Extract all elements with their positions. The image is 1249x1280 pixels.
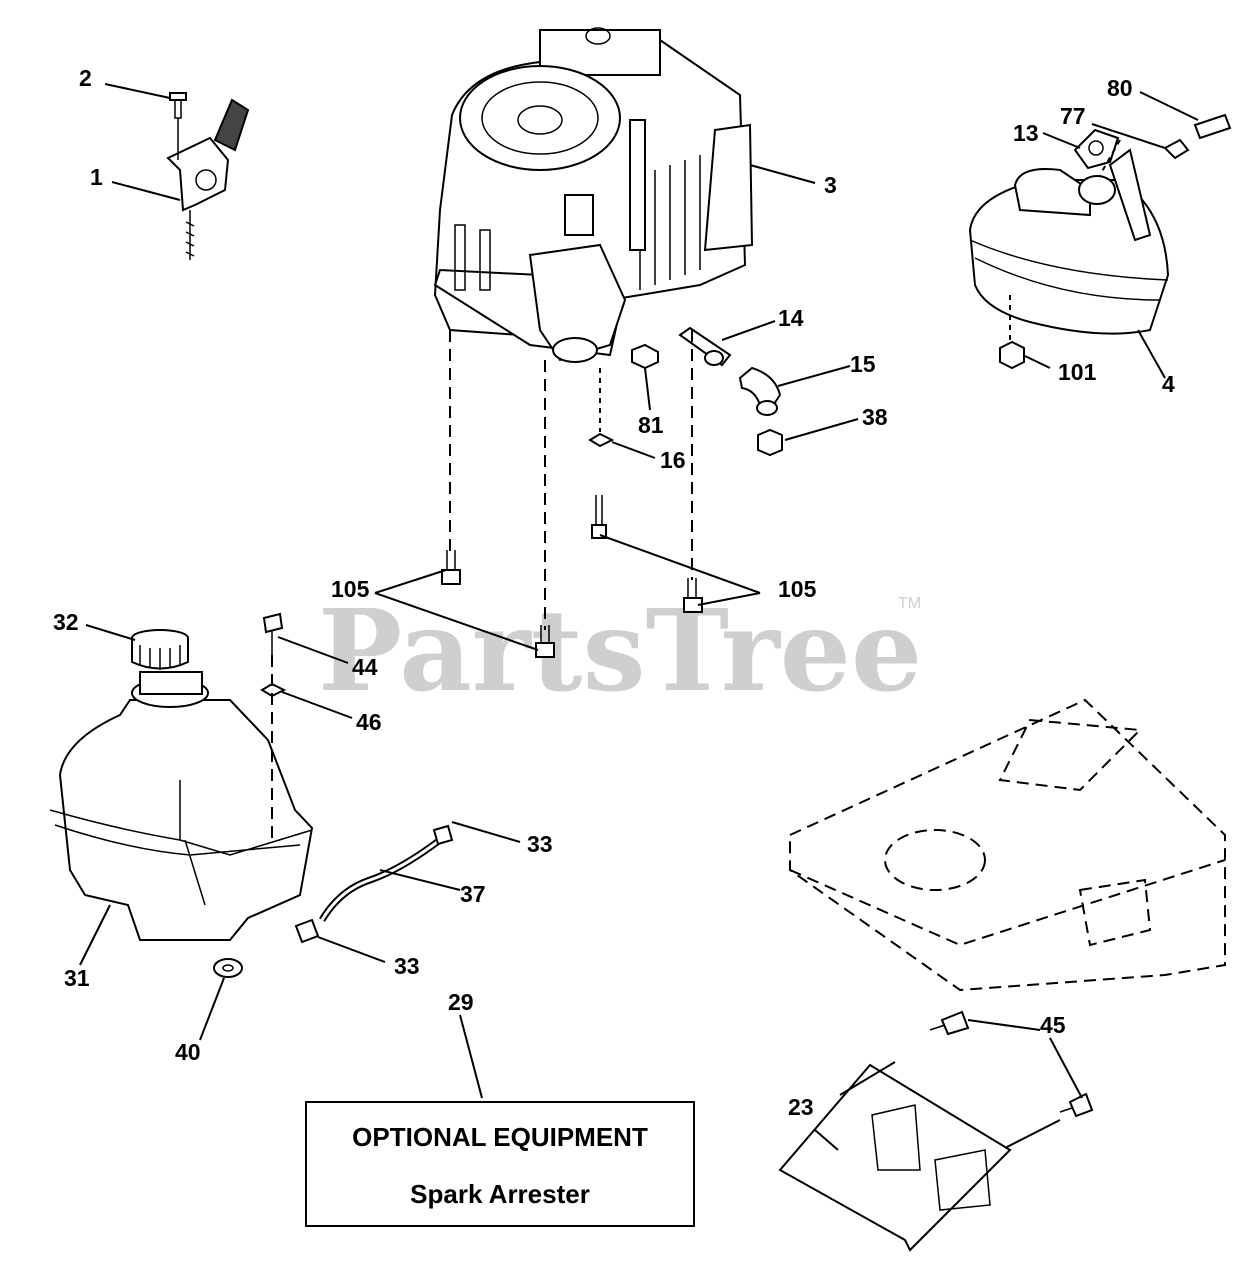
lockwasher-part-77[interactable]: [1163, 138, 1190, 160]
callout-15: 15: [850, 351, 876, 377]
muffler-part-4[interactable]: [968, 148, 1170, 335]
grommet-part-40[interactable]: [213, 958, 243, 978]
fuel-cap-part-32[interactable]: [131, 629, 189, 670]
callout-14: 14: [778, 305, 804, 331]
washer-part-46[interactable]: [260, 682, 287, 698]
bolt-part-105-left[interactable]: [441, 550, 461, 585]
callout-1: 1: [90, 164, 103, 190]
callout-40: 40: [175, 1039, 201, 1065]
callout-29: 29: [448, 989, 474, 1015]
optional-equipment-box: OPTIONAL EQUIPMENT Spark Arrester: [305, 1101, 695, 1227]
screw-part-45-top[interactable]: [929, 1010, 970, 1036]
spark-arrester-part-23[interactable]: [778, 1063, 1012, 1252]
gasket-part-13[interactable]: [1073, 128, 1120, 170]
clamp-part-33-top[interactable]: [432, 824, 454, 846]
clamp-part-33-bottom[interactable]: [294, 918, 320, 944]
callout-80: 80: [1107, 75, 1133, 101]
callout-37: 37: [460, 881, 486, 907]
callout-16: 16: [660, 447, 686, 473]
callout-81: 81: [638, 412, 664, 438]
bolt-part-80[interactable]: [1193, 113, 1232, 140]
bolt-part-105-mid[interactable]: [535, 625, 555, 658]
callout-45: 45: [1040, 1012, 1066, 1038]
nut-part-101[interactable]: [999, 340, 1025, 370]
callout-44: 44: [352, 654, 378, 680]
callout-2: 2: [79, 65, 92, 91]
watermark-tm: TM: [898, 595, 921, 612]
callout-4: 4: [1162, 371, 1175, 397]
throttle-control-part-1[interactable]: [166, 98, 250, 260]
fitting-part-81[interactable]: [631, 343, 659, 370]
fuel-line-part-14[interactable]: [678, 326, 732, 367]
fuel-tank-part-31[interactable]: [49, 671, 314, 941]
callout-101: 101: [1058, 359, 1097, 385]
callout-33-top: 33: [527, 831, 553, 857]
callout-13: 13: [1013, 120, 1039, 146]
screw-part-44[interactable]: [262, 612, 284, 655]
callout-105-left: 105: [331, 576, 370, 602]
nut-part-38[interactable]: [757, 428, 783, 457]
callout-23: 23: [788, 1094, 814, 1120]
callout-105-right: 105: [778, 576, 817, 602]
screw-part-45-bottom[interactable]: [1059, 1092, 1094, 1118]
washer-part-16[interactable]: [588, 432, 615, 448]
callout-77: 77: [1060, 103, 1086, 129]
callout-3: 3: [824, 172, 837, 198]
callout-31: 31: [64, 965, 90, 991]
optional-equipment-subtitle: Spark Arrester: [410, 1179, 590, 1209]
callout-38: 38: [862, 404, 888, 430]
callout-32: 32: [53, 609, 79, 635]
optional-equipment-title: OPTIONAL EQUIPMENT: [352, 1122, 648, 1152]
engine-mounting-plate: [789, 698, 1226, 992]
callout-46: 46: [356, 709, 382, 735]
engine-part-3[interactable]: [433, 27, 754, 363]
elbow-part-15[interactable]: [738, 366, 782, 416]
callout-33-bottom: 33: [394, 953, 420, 979]
leader-lines: [79, 83, 1199, 1151]
